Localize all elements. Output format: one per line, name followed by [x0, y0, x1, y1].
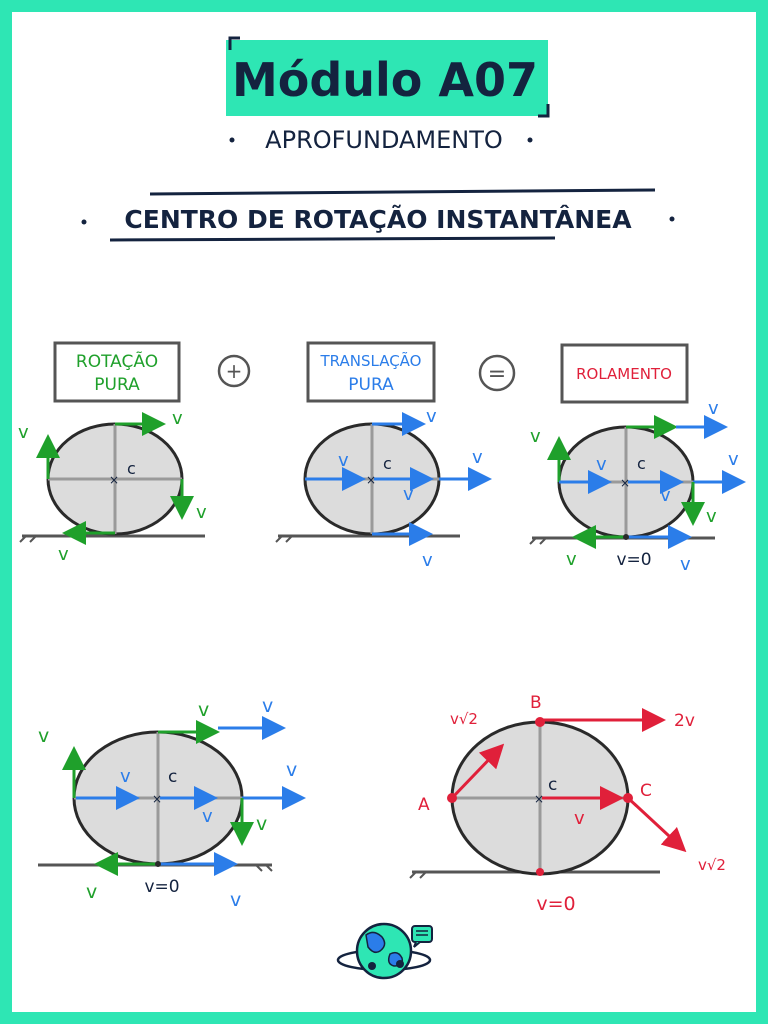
- equals-symbol: =: [488, 362, 506, 387]
- velocity-label: v: [262, 695, 273, 717]
- wheel-resultant: × c v B 2v A v√2 C v√2 v=0: [409, 693, 726, 915]
- rotation-label-box: ROTAÇÃO PURA: [53, 341, 181, 403]
- velocity-label: v: [574, 808, 585, 829]
- rolling-label-box: ROLAMENTO: [560, 343, 689, 404]
- subtitle: APROFUNDAMENTO: [265, 126, 503, 154]
- wheel-rotation: × c v v v v: [18, 408, 207, 565]
- velocity-label: v: [86, 881, 97, 903]
- velocity-label: v: [38, 725, 49, 747]
- v-root2-label-c: v√2: [698, 856, 726, 874]
- two-v-label: 2v: [674, 711, 695, 731]
- plus-sign: +: [217, 354, 251, 388]
- velocity-label: v: [256, 813, 267, 835]
- wheel-rolling-combined: × c v v v v v v v v v v=0: [38, 695, 306, 911]
- velocity-label: v: [472, 447, 483, 468]
- subtitle-row: APROFUNDAMENTO: [229, 126, 533, 154]
- center-label: c: [637, 454, 646, 473]
- velocity-label: v: [202, 806, 213, 827]
- globe-mascot-icon: [336, 922, 432, 980]
- module-title: Módulo A07: [232, 53, 538, 107]
- velocity-label: v: [120, 766, 131, 787]
- rolling-label: ROLAMENTO: [576, 365, 672, 383]
- velocity-label: v: [566, 549, 577, 570]
- velocity-label: v: [286, 759, 297, 781]
- velocity-label: v: [196, 502, 207, 523]
- wheel-rolling: × c v v v v v v v v v=0: [529, 398, 746, 575]
- velocity-label: v: [530, 426, 541, 447]
- zero-velocity-label: v=0: [616, 550, 651, 570]
- point-a-label: A: [418, 795, 430, 815]
- velocity-label: v: [403, 484, 414, 505]
- equals-sign: =: [478, 354, 516, 392]
- point-b-label: B: [530, 693, 542, 713]
- velocity-label: v: [708, 398, 719, 419]
- velocity-label: v: [172, 408, 183, 429]
- velocity-label: v: [18, 422, 29, 443]
- velocity-label: v: [338, 450, 349, 471]
- translation-label-line2: PURA: [348, 375, 394, 395]
- svg-text:×: ×: [620, 476, 630, 490]
- point-c-label: C: [640, 781, 652, 801]
- center-label: c: [168, 767, 177, 787]
- center-label: c: [127, 459, 136, 478]
- velocity-label: v: [596, 454, 607, 475]
- rotation-label-line1: ROTAÇÃO: [76, 350, 158, 372]
- velocity-label: v: [198, 699, 209, 721]
- velocity-label: v: [728, 449, 739, 470]
- velocity-label: v: [230, 889, 241, 911]
- velocity-label: v: [706, 506, 717, 527]
- rotation-label-line2: PURA: [94, 375, 140, 395]
- translation-label-box: TRANSLAÇÃO PURA: [306, 341, 436, 403]
- v-root2-label-a: v√2: [450, 710, 478, 728]
- topic-title: CENTRO DE ROTAÇÃO INSTANTÂNEA: [124, 205, 632, 234]
- svg-text:×: ×: [152, 792, 162, 806]
- topic-row: CENTRO DE ROTAÇÃO INSTANTÂNEA: [81, 188, 675, 242]
- speech-bubble-icon: [411, 925, 433, 948]
- translation-label-line1: TRANSLAÇÃO: [320, 351, 422, 370]
- velocity-label: v: [58, 544, 69, 565]
- svg-text:×: ×: [366, 473, 376, 487]
- svg-text:×: ×: [534, 792, 544, 806]
- svg-text:×: ×: [109, 473, 119, 487]
- plus-symbol: +: [226, 359, 243, 383]
- wheel-translation: × c v v v v v: [275, 406, 492, 571]
- velocity-label: v: [660, 485, 671, 506]
- center-label: c: [548, 775, 557, 795]
- title-banner: Módulo A07: [226, 36, 550, 118]
- zero-velocity-label: v=0: [536, 893, 575, 915]
- center-label: c: [383, 454, 392, 473]
- velocity-label: v: [422, 550, 433, 571]
- zero-velocity-label: v=0: [144, 877, 179, 897]
- velocity-label: v: [680, 554, 691, 575]
- velocity-label: v: [426, 406, 437, 427]
